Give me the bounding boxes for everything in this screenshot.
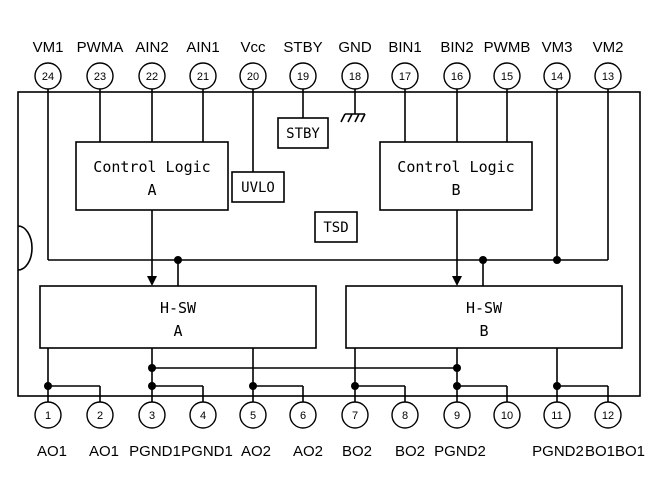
bottom-pin-label-1: AO1 xyxy=(37,443,67,460)
top-pin-num-22: 22 xyxy=(146,71,158,83)
uvlo-block xyxy=(231,171,285,203)
hsw-a-block xyxy=(39,285,317,349)
bottom-pin-circle-3 xyxy=(138,401,166,429)
hsw-a-line1: H-SW xyxy=(160,299,197,317)
hsw-a-line2: A xyxy=(173,322,182,340)
bottom-pin-circle-7 xyxy=(341,401,369,429)
top-pin-label-24: VM1 xyxy=(33,39,64,56)
bottom-pin-num-11: 11 xyxy=(551,410,562,422)
stby-block xyxy=(277,117,329,149)
control-logic-b-block xyxy=(379,141,533,211)
top-pins xyxy=(34,62,622,90)
package-notch xyxy=(17,225,33,271)
bottom-pin-label-3: PGND1 xyxy=(129,443,181,460)
bottom-pin-label-6: AO2 xyxy=(293,443,323,460)
bottom-pin-num-6: 6 xyxy=(300,410,306,422)
top-pin-label-17: BIN1 xyxy=(388,39,421,56)
control-logic-a-line2: A xyxy=(147,181,156,199)
bottom-pin-label-12: BO1 xyxy=(585,443,615,460)
bottom-pin-circle-8 xyxy=(391,401,419,429)
hsw-b-line1: H-SW xyxy=(466,299,503,317)
bottom-pin-circle-6 xyxy=(289,401,317,429)
top-pin-label-15: PWMB xyxy=(484,39,531,56)
bottom-pin-num-7: 7 xyxy=(352,410,358,422)
bottom-pin-num-2: 2 xyxy=(97,410,103,422)
hsw-b-block xyxy=(345,285,623,349)
top-pin-num-16: 16 xyxy=(451,71,463,83)
bottom-pin-label-8: BO2 xyxy=(395,443,425,460)
control-logic-a-block xyxy=(75,141,229,211)
bottom-pin-circle-11 xyxy=(543,401,571,429)
top-pin-num-18: 18 xyxy=(349,71,361,83)
bottom-pin-label-11: PGND2 xyxy=(532,443,584,460)
bottom-pin-num-8: 8 xyxy=(402,410,408,422)
top-pin-label-18: GND xyxy=(338,39,372,56)
top-pin-num-24: 24 xyxy=(42,71,54,83)
top-pin-label-13: VM2 xyxy=(593,39,624,56)
bottom-pin-circle-10 xyxy=(493,401,521,429)
bottom-pin-circle-4 xyxy=(189,401,217,429)
control-logic-b-line1: Control Logic xyxy=(397,158,514,176)
bottom-pin-label-9: PGND2 xyxy=(434,443,486,460)
bottom-pin-num-3: 3 xyxy=(149,410,155,422)
top-pin-label-14: VM3 xyxy=(542,39,573,56)
top-pin-num-21: 21 xyxy=(197,71,209,83)
top-pin-label-22: AIN2 xyxy=(135,39,168,56)
bottom-pin-num-12: 12 xyxy=(602,410,614,422)
top-pin-label-16: BIN2 xyxy=(440,39,473,56)
bottom-pin-label-extra: BO1 xyxy=(615,443,645,460)
top-pin-label-20: Vcc xyxy=(240,39,266,56)
bottom-pin-circle-2 xyxy=(86,401,114,429)
tsd-block-label: TSD xyxy=(323,220,348,236)
control-logic-a-line1: Control Logic xyxy=(93,158,210,176)
tsd-block xyxy=(314,211,358,243)
bottom-pin-label-2: AO1 xyxy=(89,443,119,460)
top-pin-num-13: 13 xyxy=(602,71,614,83)
bottom-pin-label-5: AO2 xyxy=(241,443,271,460)
bottom-pin-label-7: BO2 xyxy=(342,443,372,460)
uvlo-block-label: UVLO xyxy=(241,180,275,196)
bottom-pin-label-4: PGND1 xyxy=(181,443,233,460)
top-pin-label-23: PWMA xyxy=(77,39,124,56)
bottom-pin-num-1: 1 xyxy=(45,410,51,422)
stby-block-label: STBY xyxy=(286,126,320,142)
bottom-pins xyxy=(34,401,622,429)
bottom-pin-num-10: 10 xyxy=(501,410,513,422)
hsw-b-line2: B xyxy=(479,322,488,340)
bottom-pin-circle-9 xyxy=(443,401,471,429)
top-pin-label-19: STBY xyxy=(283,39,322,56)
top-pin-num-19: 19 xyxy=(297,71,309,83)
top-pin-num-23: 23 xyxy=(94,71,106,83)
top-pin-num-20: 20 xyxy=(247,71,259,83)
internal-wiring xyxy=(47,89,609,402)
bottom-pin-num-9: 9 xyxy=(454,410,460,422)
top-pin-num-14: 14 xyxy=(551,71,563,83)
bottom-pin-circle-1 xyxy=(34,401,62,429)
bottom-pin-circle-12 xyxy=(594,401,622,429)
bottom-pin-num-5: 5 xyxy=(250,410,256,422)
top-pin-num-15: 15 xyxy=(501,71,513,83)
top-pin-num-17: 17 xyxy=(399,71,411,83)
bottom-pin-num-4: 4 xyxy=(200,410,206,422)
junction-dots xyxy=(44,256,561,390)
control-logic-b-line2: B xyxy=(451,181,460,199)
top-pin-label-21: AIN1 xyxy=(186,39,219,56)
ic-package-outline xyxy=(17,91,641,397)
bottom-pin-circle-5 xyxy=(239,401,267,429)
